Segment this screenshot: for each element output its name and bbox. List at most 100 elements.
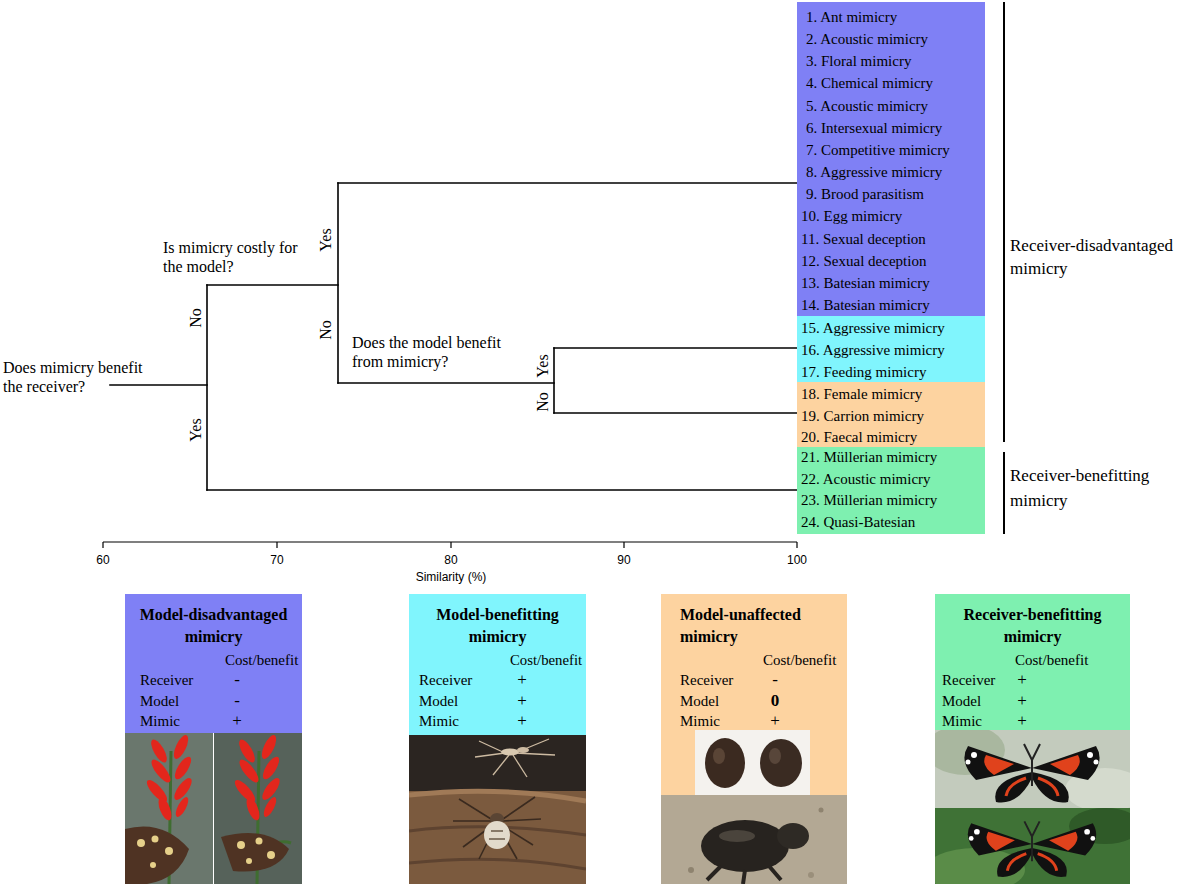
ant-mimic-spider: [515, 753, 555, 755]
butterfly-mimic: [237, 841, 245, 849]
list-item: 9. Brood parasitism: [806, 184, 924, 204]
axis-tick-label: 100: [787, 553, 807, 567]
box-heading: Model-benefitting mimicry: [413, 604, 582, 648]
similarity-axis: [450, 542, 451, 548]
question-label: Does mimicry benefit the receiver?: [3, 358, 161, 396]
butterfly: [971, 752, 977, 758]
category-box: Model-unaffected mimicryCost/benefitRece…: [661, 594, 847, 730]
dendrogram-branch: [338, 382, 554, 384]
butterfly-mimic: [256, 838, 263, 845]
cost-benefit-sign: +: [1012, 692, 1032, 710]
ant-mimic-spider: [493, 755, 509, 775]
photo-background: [409, 859, 586, 869]
list-item: 19. Carrion mimicry: [801, 406, 924, 426]
cost-benefit-sign: 0: [765, 692, 785, 710]
butterfly-mimic: [152, 836, 159, 843]
cost-benefit-sign: +: [512, 671, 532, 689]
butterfly: [1090, 836, 1095, 841]
dendrogram-branch: [554, 412, 797, 414]
butterfly: [1024, 821, 1039, 861]
photo-background: [409, 735, 586, 797]
list-item: 1. Ant mimicry: [806, 7, 897, 27]
spider: [453, 820, 491, 822]
red-flower: [148, 757, 173, 785]
red-flower: [171, 733, 191, 761]
dendrogram-branch: [110, 183, 797, 490]
butterfly: [1032, 848, 1067, 877]
dung-beetle: [707, 866, 781, 884]
photo-background: [409, 791, 586, 801]
list-item: 16. Aggressive mimicry: [801, 340, 945, 360]
butterfly: [1007, 854, 1026, 871]
photo-flower-butterfly: [125, 733, 302, 884]
butterfly: [964, 744, 1099, 803]
ant-mimic-spider: [515, 739, 549, 753]
photo-background: [125, 733, 302, 884]
list-item: 13. Batesian mimicry: [801, 273, 930, 293]
dung-beetle: [701, 820, 809, 884]
red-flower: [144, 733, 283, 822]
photo-background: [409, 735, 586, 884]
row-label: Receiver: [680, 671, 733, 689]
dendrogram-branch: [110, 384, 207, 386]
row-label: Model: [140, 692, 179, 710]
butterfly-mimic: [267, 851, 275, 859]
axis-title: Similarity (%): [416, 570, 487, 584]
question-label: Is mimicry costly for the model?: [163, 238, 313, 276]
row-label: Mimic: [419, 712, 459, 730]
butterfly: [995, 772, 1032, 803]
list-item: 2. Acoustic mimicry: [806, 29, 928, 49]
axis-tick-label: 80: [444, 553, 457, 567]
category-band: 15. Aggressive mimicry16. Aggressive mim…: [797, 316, 985, 382]
row-label: Mimic: [680, 712, 720, 730]
red-flower: [261, 795, 278, 818]
photo-background: [213, 733, 214, 884]
seed: [705, 738, 745, 788]
row-label: Mimic: [140, 712, 180, 730]
similarity-axis: [103, 541, 797, 542]
photo-background: [214, 733, 302, 884]
dendrogram-branch: [206, 285, 208, 490]
photo-background: [661, 730, 847, 884]
butterfly: [1038, 854, 1057, 871]
list-item: 7. Competitive mimicry: [806, 140, 950, 160]
box-heading: Receiver-benefitting mimicry: [939, 604, 1126, 648]
butterfly: [1084, 829, 1090, 835]
list-item: 12. Sexual deception: [801, 251, 926, 271]
group-label: Receiver-disadvantaged mimicry: [1010, 234, 1196, 280]
list-item: 20. Faecal mimicry: [801, 427, 917, 447]
dung-beetle: [701, 820, 789, 872]
category-band: 1. Ant mimicry2. Acoustic mimicry3. Flor…: [797, 2, 985, 316]
similarity-axis: [102, 542, 103, 548]
photo-background: [819, 808, 824, 813]
butterfly-mimic: [125, 827, 289, 884]
list-item: 23. Müllerian mimicry: [801, 490, 937, 510]
list-item: 4. Chemical mimicry: [806, 73, 933, 93]
list-item: 24. Quasi-Batesian: [801, 512, 915, 532]
red-flower: [259, 733, 279, 761]
list-item: 14. Batesian mimicry: [801, 295, 930, 315]
red-flower: [156, 796, 174, 822]
branch-label: No: [188, 308, 204, 328]
red-flower: [173, 795, 190, 818]
box-heading: Model-unaffected mimicry: [680, 604, 840, 648]
similarity-axis: [103, 542, 797, 548]
list-item: 17. Feeding mimicry: [801, 362, 926, 382]
red-flower: [260, 754, 282, 781]
red-flower: [236, 737, 258, 765]
butterfly: [968, 821, 1096, 877]
axis-tick-label: 60: [96, 553, 109, 567]
cost-benefit-sign: +: [512, 712, 532, 730]
dendrogram-branch: [207, 284, 338, 286]
red-flower: [259, 776, 282, 803]
seed: [769, 748, 781, 764]
photo-background: [125, 733, 213, 884]
red-flower: [148, 737, 170, 765]
group-label: Receiver-benefitting mimicry: [1010, 463, 1196, 513]
butterfly-mimic: [125, 827, 189, 884]
table-header: Cost/benefit: [225, 651, 298, 669]
butterfly: [997, 848, 1032, 877]
axis-tick-label: 90: [617, 553, 630, 567]
cost-benefit-sign: -: [227, 671, 247, 689]
